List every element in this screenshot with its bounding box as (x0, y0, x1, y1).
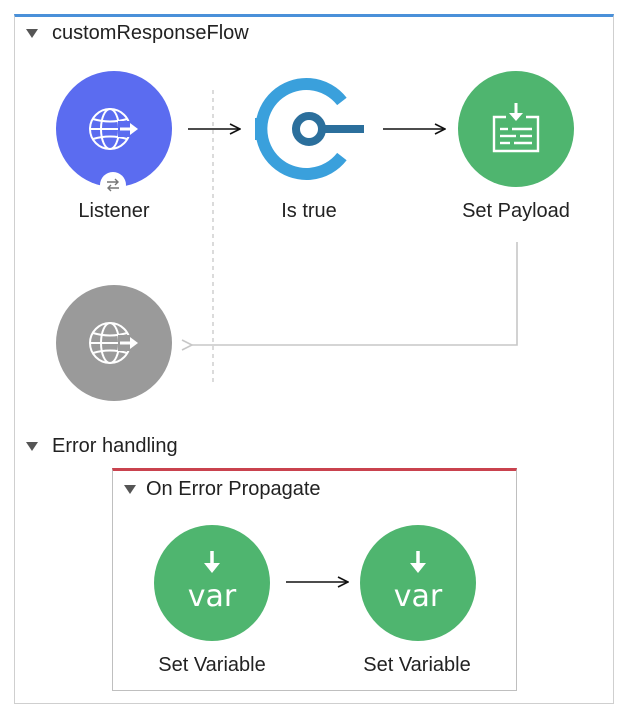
collapse-triangle-icon[interactable] (124, 485, 136, 494)
flow-title: customResponseFlow (52, 22, 249, 44)
set-payload-icon (492, 103, 540, 153)
is-true-label: Is true (281, 200, 337, 222)
validation-icon (255, 78, 364, 180)
flow-header[interactable]: customResponseFlow (26, 22, 249, 45)
response-listener-node[interactable] (56, 285, 172, 401)
on-error-propagate-scope[interactable] (112, 468, 517, 691)
var-text: var (394, 579, 443, 614)
listener-node[interactable] (56, 71, 172, 187)
globe-arrow-icon (89, 322, 140, 364)
set-variable-node-1[interactable]: var (154, 525, 270, 641)
var-text: var (188, 579, 237, 614)
globe-arrow-icon (89, 108, 140, 150)
bidirectional-badge (100, 172, 126, 198)
collapse-triangle-icon[interactable] (26, 442, 38, 451)
on-error-propagate-header[interactable]: On Error Propagate (124, 478, 321, 501)
error-handling-title: Error handling (52, 435, 178, 457)
listener-label: Listener (78, 200, 150, 222)
is-true-node[interactable] (251, 71, 367, 187)
set-payload-node[interactable] (458, 71, 574, 187)
swap-arrows-icon (107, 178, 119, 192)
set-variable-label-2: Set Variable (363, 654, 471, 676)
set-variable-icon: var (188, 551, 237, 614)
error-handling-header[interactable]: Error handling (26, 435, 178, 458)
set-variable-label-1: Set Variable (158, 654, 266, 676)
set-variable-icon: var (394, 551, 443, 614)
on-error-propagate-title: On Error Propagate (146, 478, 321, 500)
set-variable-node-2[interactable]: var (360, 525, 476, 641)
set-payload-label: Set Payload (462, 200, 570, 222)
collapse-triangle-icon[interactable] (26, 29, 38, 38)
